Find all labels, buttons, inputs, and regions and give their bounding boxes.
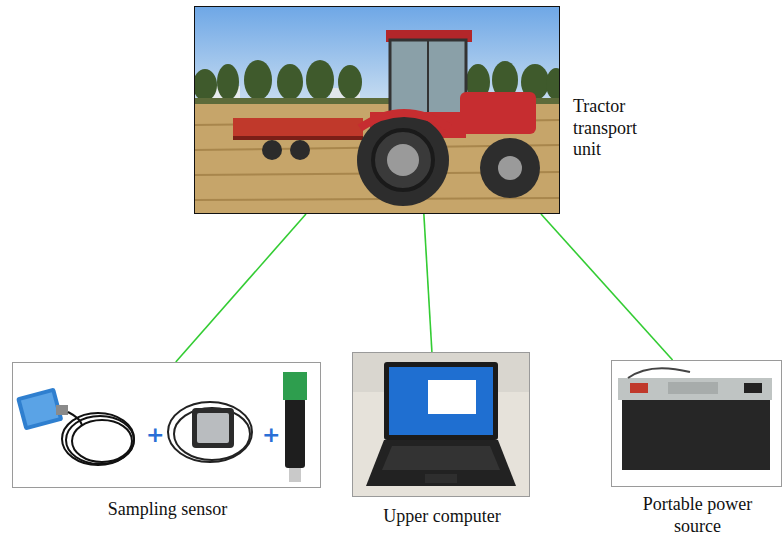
- plus-sign: +: [146, 424, 164, 446]
- connector-line: [541, 214, 673, 360]
- plus-sign: +: [262, 424, 280, 446]
- sensor-picture: [12, 362, 321, 488]
- connector-line: [176, 214, 306, 362]
- node-caption: Portable power source: [628, 494, 768, 537]
- laptop-picture: [352, 352, 530, 497]
- node-caption: Tractor transport unit: [573, 96, 637, 161]
- battery-picture: [611, 360, 783, 487]
- photo-frame: Tractor transport unit: [194, 6, 560, 214]
- connector-line: [424, 214, 432, 352]
- tractor-photo: [194, 6, 560, 214]
- node-caption: Sampling sensor: [108, 499, 228, 521]
- picture-frame: Upper computer: [352, 352, 530, 497]
- node-caption: Upper computer: [383, 506, 500, 528]
- picture-frame: Portable power source: [611, 360, 782, 487]
